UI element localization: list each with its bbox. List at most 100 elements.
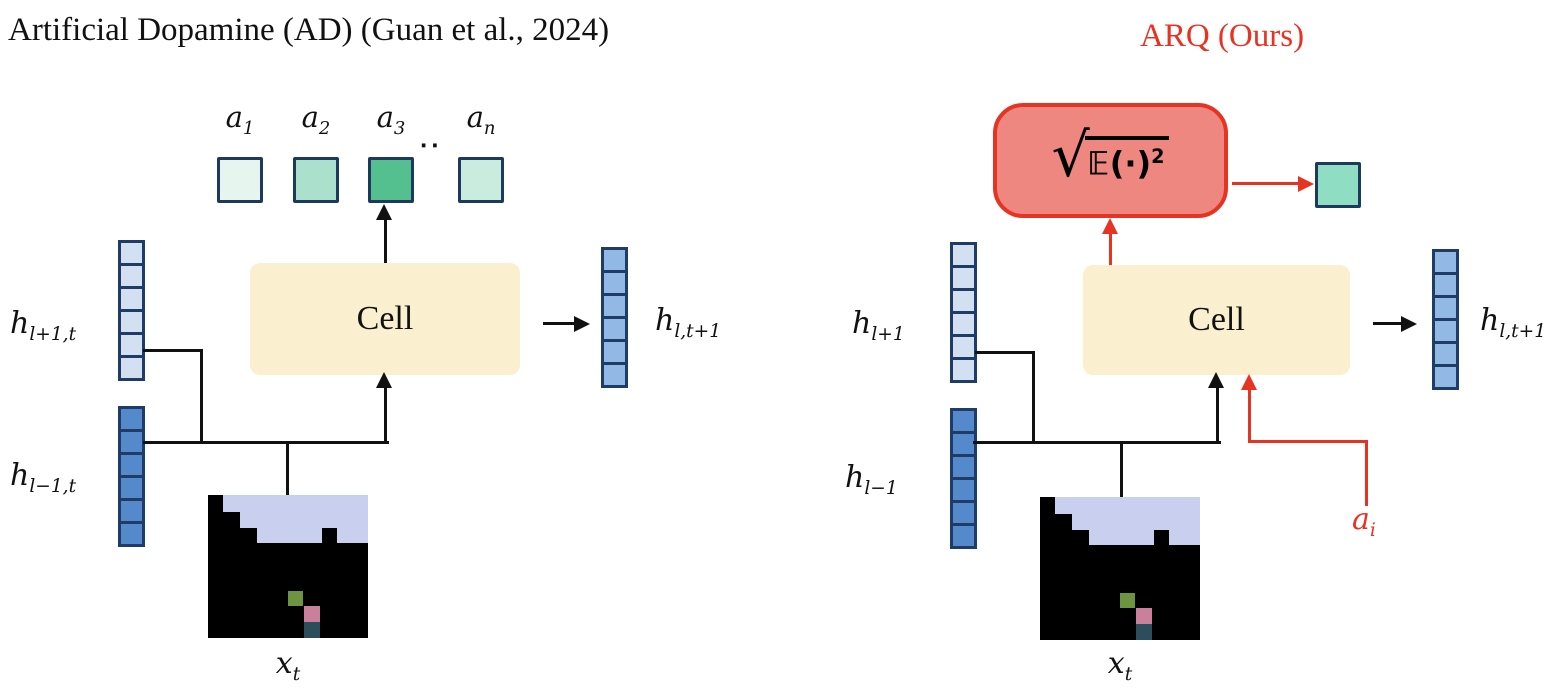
connector-cell-to-action xyxy=(384,216,387,264)
connector-trunk-to-cell xyxy=(384,386,387,444)
arrowhead-trunk-to-cell xyxy=(376,372,392,388)
vector-cell xyxy=(950,408,977,434)
arq-output-label-base: h xyxy=(1480,303,1500,338)
arq-output-vector xyxy=(1432,249,1459,390)
connector-image-to-trunk xyxy=(286,441,289,497)
ellipsis-dots: ∙∙ xyxy=(420,130,443,160)
arq-top-vector-label-base: h xyxy=(852,306,872,341)
formula-expectation: 𝔼(·) xyxy=(1087,144,1152,183)
ad-top-vector-label: hl+1,t xyxy=(10,306,76,345)
action-label-a2: a2 xyxy=(293,100,339,139)
action-label-a2-base: a xyxy=(301,100,319,134)
action-label-an: an xyxy=(458,100,504,139)
ad-bottom-vector-label: hl−1,t xyxy=(10,458,76,497)
arq-output-label: hl,t+1 xyxy=(1480,303,1546,342)
arq-bottom-vector-label: hl−1 xyxy=(845,460,898,499)
arq-image-label-base: x xyxy=(1107,646,1125,681)
arq-panel-title: ARQ (Ours) xyxy=(1140,18,1305,54)
arrowhead-action-input xyxy=(1241,374,1257,390)
ad-top-vector-label-base: h xyxy=(10,306,30,341)
connector-trunk-h xyxy=(143,441,389,444)
action-label-a2-sub: 2 xyxy=(318,117,331,139)
connector-action-input-stem xyxy=(1365,440,1368,506)
ad-output-label-sub: l,t+1 xyxy=(674,321,722,342)
ad-output-vector xyxy=(601,247,628,388)
vector-cell xyxy=(118,332,145,358)
vector-cell xyxy=(118,521,145,547)
arq-cell-box: Cell xyxy=(1083,265,1350,375)
game-teal-block xyxy=(304,622,320,638)
arq-output-label-sub: l,t+1 xyxy=(1499,321,1547,342)
arrowhead-rms-to-qvalue xyxy=(1298,176,1314,192)
game-teal-block xyxy=(1136,624,1152,640)
rms-head-box: √ 𝔼(·)2 xyxy=(993,103,1228,218)
ad-top-vector-label-sub: l+1,t xyxy=(29,324,77,345)
arq-top-vector-label-sub: l+1 xyxy=(871,324,905,345)
ad-image-label-base: x xyxy=(275,646,293,681)
action-label-a3-sub: 3 xyxy=(393,117,406,139)
game-frame-image-right xyxy=(1040,497,1200,640)
ad-output-label-base: h xyxy=(655,303,675,338)
connector-arq-topvec-elbow-v xyxy=(1032,351,1035,444)
action-input-label-base: a xyxy=(1352,502,1370,537)
vector-cell xyxy=(950,454,977,480)
arrowhead-cell-to-rms xyxy=(1102,218,1118,234)
vector-cell xyxy=(601,362,628,388)
ad-bottom-vector-label-sub: l−1,t xyxy=(29,476,77,497)
connector-arq-cell-to-output xyxy=(1373,322,1403,325)
game-green-block xyxy=(288,591,303,606)
action-label-an-base: a xyxy=(466,100,484,134)
ad-image-label: xt xyxy=(208,646,368,685)
vector-cell xyxy=(118,355,145,381)
ad-cell-label: Cell xyxy=(356,300,414,337)
action-square-an xyxy=(458,157,504,203)
arq-cell-label: Cell xyxy=(1188,301,1245,338)
arq-image-label: xt xyxy=(1040,646,1200,685)
arq-image-label-sub: t xyxy=(1124,664,1133,685)
game-green-block xyxy=(1120,593,1135,608)
action-input-label: ai xyxy=(1352,502,1376,541)
connector-action-input-h xyxy=(1248,440,1368,443)
game-sky-region xyxy=(1055,497,1200,545)
ad-top-hidden-vector xyxy=(118,240,145,381)
ad-bottom-hidden-vector xyxy=(118,406,145,547)
formula-exponent: 2 xyxy=(1151,144,1165,168)
connector-topvec-elbow-v xyxy=(200,349,203,444)
vector-cell xyxy=(950,523,977,549)
connector-topvec-elbow-h xyxy=(143,349,203,352)
arq-bottom-vector-label-sub: l−1 xyxy=(864,478,898,499)
formula-radicand: 𝔼(·)2 xyxy=(1084,135,1170,183)
arrowhead-cell-to-action xyxy=(376,204,392,220)
vector-cell xyxy=(950,357,977,383)
connector-cell-to-output xyxy=(543,322,577,325)
ad-cell-box: Cell xyxy=(250,263,520,375)
action-label-a1-sub: 1 xyxy=(242,117,255,139)
vector-cell xyxy=(1432,364,1459,390)
arq-bottom-hidden-vector xyxy=(950,408,977,549)
ad-image-label-sub: t xyxy=(292,664,301,685)
ad-panel-title: Artificial Dopamine (AD) (Guan et al., 2… xyxy=(8,12,610,48)
arrowhead-arq-trunk-to-cell xyxy=(1208,372,1224,388)
arrowhead-arq-cell-to-output xyxy=(1401,316,1417,332)
connector-arq-image-to-trunk xyxy=(1120,441,1123,497)
arq-top-hidden-vector xyxy=(950,242,977,383)
connector-arq-trunk-h xyxy=(973,441,1221,444)
action-square-a3-selected xyxy=(368,157,414,203)
action-input-label-sub: i xyxy=(1369,520,1376,541)
connector-arq-topvec-elbow-h xyxy=(975,351,1035,354)
arq-top-vector-label: hl+1 xyxy=(852,306,905,345)
action-label-a3: a3 xyxy=(368,100,414,139)
arrowhead-cell-to-output xyxy=(574,316,590,332)
q-value-square xyxy=(1315,162,1361,208)
vector-cell xyxy=(601,316,628,342)
rms-formula: √ 𝔼(·)2 xyxy=(1052,126,1170,186)
action-label-a1-base: a xyxy=(225,100,243,134)
action-label-a1: a1 xyxy=(217,100,263,139)
ad-output-label: hl,t+1 xyxy=(655,303,721,342)
game-sky-region xyxy=(223,495,368,543)
action-label-a3-base: a xyxy=(376,100,394,134)
ad-bottom-vector-label-base: h xyxy=(10,458,30,493)
radical-sign: √ xyxy=(1051,120,1090,191)
connector-arq-trunk-to-cell xyxy=(1216,386,1219,444)
